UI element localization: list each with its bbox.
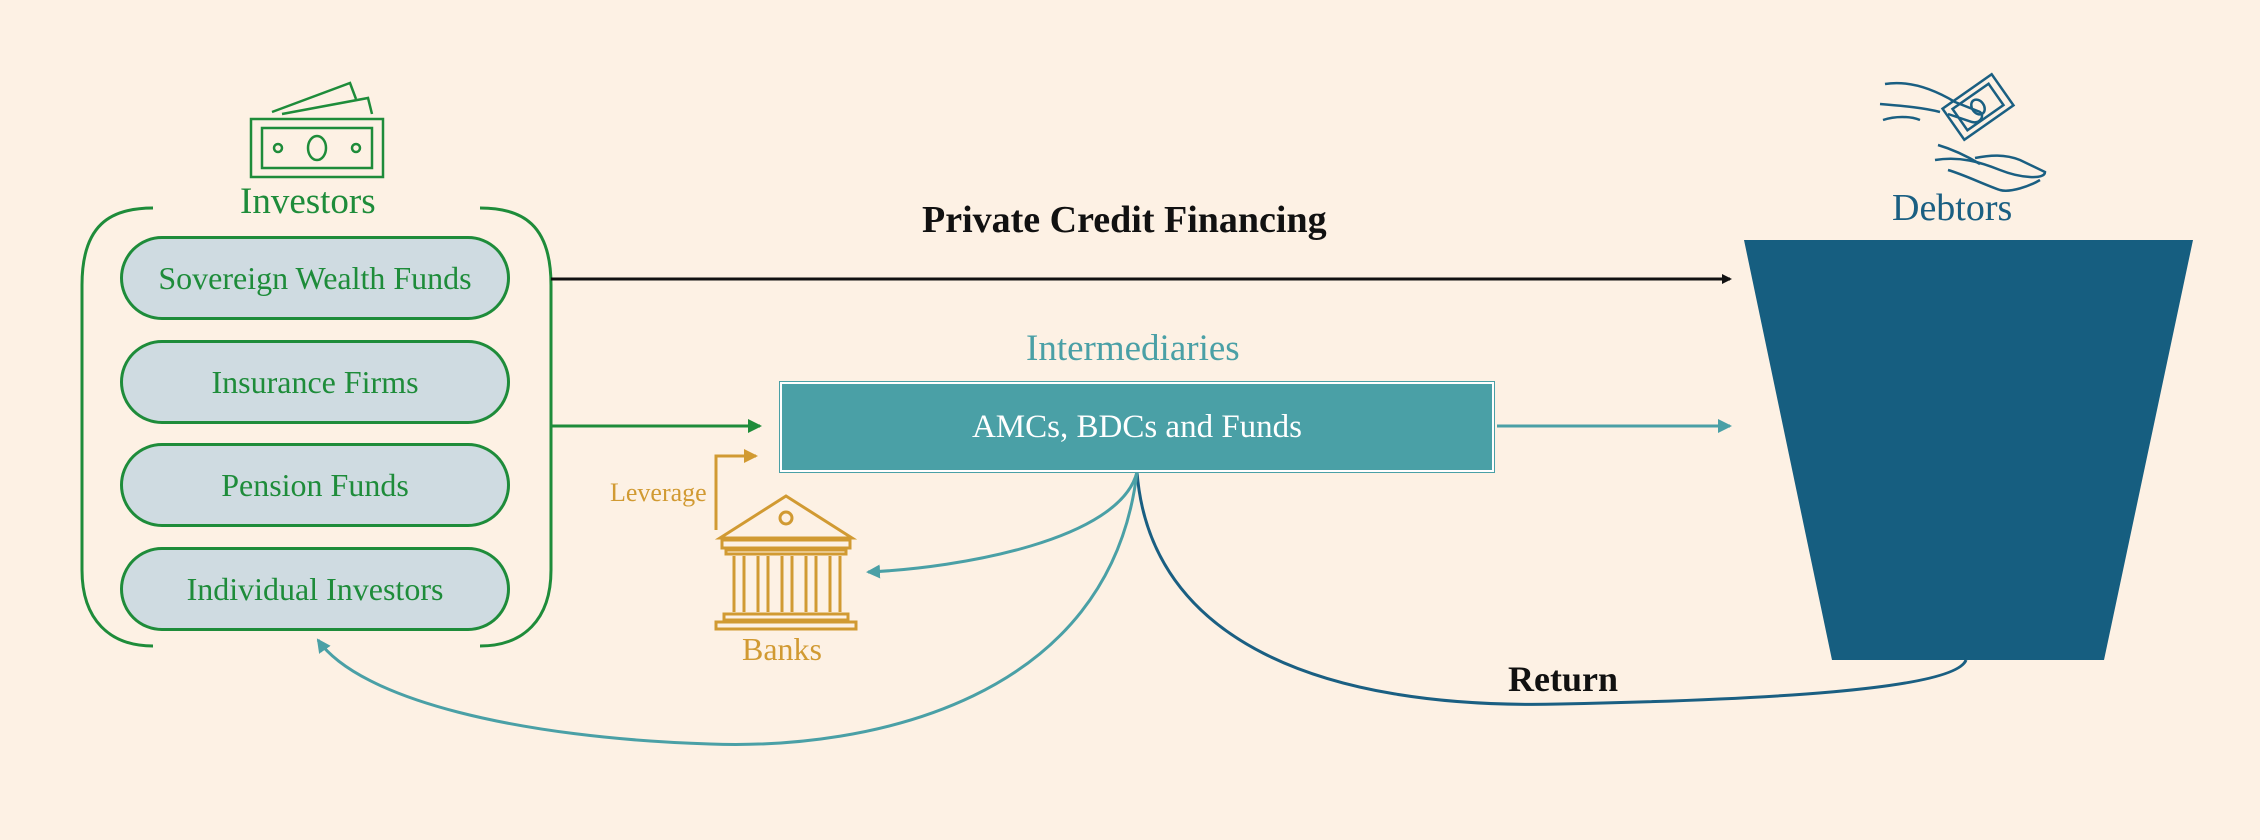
investor-pill-label: Insurance Firms	[211, 363, 419, 400]
return-flow-curve	[1135, 471, 1968, 706]
debtors-funnel	[1744, 240, 2193, 660]
investor-pill-label: Pension Funds	[221, 466, 409, 503]
private-credit-financing-label: Private Credit Financing	[922, 199, 1327, 241]
return-to-investors-arrow	[316, 471, 1139, 746]
return-label: Return	[1508, 659, 1618, 699]
investors-bracket-left	[80, 206, 154, 648]
hand-giving-money-icon	[1879, 72, 2047, 192]
return-to-banks-arrow	[866, 471, 1139, 579]
leverage-arrow	[714, 449, 758, 530]
debtors-label: Debtors	[1892, 187, 2013, 229]
investors-title: Investors	[240, 181, 376, 222]
leverage-label: Leverage	[610, 478, 707, 507]
investor-pill-individual-investors: Individual Investors	[120, 547, 510, 631]
investor-pill-pension-funds: Pension Funds	[120, 443, 510, 527]
intermediaries-title: Intermediaries	[1026, 328, 1240, 369]
banks-label: Banks	[742, 631, 822, 667]
investor-pill-sovereign-wealth-funds: Sovereign Wealth Funds	[120, 236, 510, 320]
investor-pill-insurance-firms: Insurance Firms	[120, 340, 510, 424]
bank-building-icon	[714, 494, 858, 631]
intermediaries-box-label: AMCs, BDCs and Funds	[971, 408, 1303, 445]
investor-pill-label: Sovereign Wealth Funds	[158, 259, 472, 296]
banknote-stack-icon	[249, 81, 385, 179]
intermediaries-box: AMCs, BDCs and Funds	[779, 381, 1495, 473]
investor-pill-label: Individual Investors	[186, 570, 444, 607]
